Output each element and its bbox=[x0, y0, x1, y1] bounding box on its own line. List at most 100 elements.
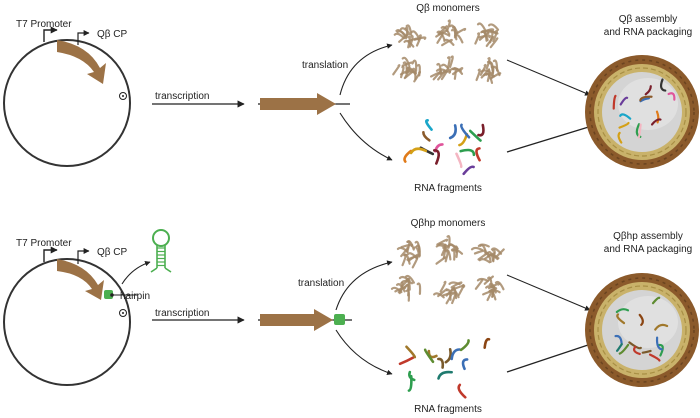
mrna-top bbox=[258, 93, 350, 115]
rna-strand bbox=[461, 358, 469, 371]
packaged-rna bbox=[650, 118, 662, 126]
rna-strand bbox=[403, 149, 413, 163]
packaged-rna bbox=[628, 341, 642, 350]
plasmid-bottom: T7 Promoter Qβ CP hairpin bbox=[3, 229, 172, 386]
mrna-hairpin-square bbox=[334, 314, 345, 325]
translation-arrow bbox=[339, 43, 393, 96]
panel-top: T7 Promoter Qβ CP transcription translat… bbox=[3, 3, 699, 194]
packaged-rna bbox=[658, 343, 664, 357]
promoter-arrow bbox=[43, 26, 58, 42]
rna-strand bbox=[444, 348, 452, 364]
monomers-label: Qβhp monomers bbox=[411, 218, 486, 229]
rna-strand bbox=[423, 348, 435, 364]
rna-strand bbox=[422, 131, 431, 142]
packaged-rna bbox=[655, 110, 660, 124]
packaged-rna bbox=[641, 349, 652, 354]
assembly-arrow-monomers bbox=[506, 59, 591, 96]
packaged-rna bbox=[612, 94, 617, 110]
transcription-label: transcription bbox=[155, 308, 209, 319]
mrna-gene-arrow bbox=[260, 309, 333, 331]
monomer-icon bbox=[470, 243, 505, 264]
monomer-icon bbox=[433, 280, 466, 305]
rna-strand bbox=[425, 119, 433, 131]
rna-strand bbox=[477, 123, 485, 137]
packaged-rna bbox=[618, 343, 630, 355]
translation-label: translation bbox=[298, 278, 344, 289]
rna-release-arrow bbox=[335, 329, 393, 376]
packaged-rna bbox=[655, 336, 664, 351]
hairpin-icon bbox=[150, 229, 172, 273]
assembly-label-line2: and RNA packaging bbox=[604, 27, 692, 38]
packaged-rna bbox=[615, 342, 623, 352]
packaged-rna bbox=[633, 345, 641, 356]
monomer-icon bbox=[390, 274, 422, 302]
monomer-icon bbox=[475, 57, 502, 84]
rna-strand bbox=[459, 339, 470, 352]
fragments-label: RNA fragments bbox=[414, 404, 482, 415]
rna-strand bbox=[437, 357, 445, 369]
terminator-dot bbox=[122, 95, 124, 97]
rna-strand bbox=[475, 147, 481, 162]
rna-strand bbox=[462, 165, 475, 176]
packaged-rna bbox=[651, 296, 661, 305]
monomer-icon bbox=[429, 55, 464, 81]
packaged-rna bbox=[659, 78, 667, 92]
rna-strand bbox=[458, 132, 469, 147]
monomer-icon bbox=[392, 56, 422, 83]
packaged-rna bbox=[654, 323, 669, 331]
packaged-rna bbox=[616, 313, 626, 325]
rna-strand bbox=[450, 348, 462, 361]
vlp-particle bbox=[585, 55, 699, 169]
packaged-rna bbox=[619, 96, 629, 106]
hairpin-label: hairpin bbox=[120, 291, 150, 302]
mrna-bottom bbox=[258, 309, 352, 331]
cp-label: Qβ CP bbox=[97, 29, 128, 40]
gene-cp-arrow bbox=[57, 40, 106, 84]
rna-strand bbox=[457, 383, 467, 399]
packaged-rna bbox=[639, 95, 653, 102]
packaged-rna bbox=[614, 334, 623, 345]
packaged-rna bbox=[615, 308, 630, 314]
assembly-label-line1: Qβ assembly bbox=[619, 14, 678, 25]
monomers-cluster bbox=[390, 235, 505, 305]
promoter-label: T7 Promoter bbox=[16, 238, 72, 249]
monomer-icon bbox=[393, 24, 427, 49]
rna-strand bbox=[459, 123, 471, 139]
hairpin-arrow bbox=[121, 260, 151, 285]
packaged-rna bbox=[617, 131, 623, 144]
vlp-particle bbox=[585, 273, 699, 387]
rna-strand bbox=[409, 147, 428, 155]
plasmid-circle bbox=[3, 258, 131, 386]
translation-arrow bbox=[335, 260, 393, 311]
rna-fragments bbox=[403, 119, 485, 176]
monomers-cluster bbox=[392, 19, 502, 84]
hairpin-pointer-dot bbox=[110, 293, 114, 297]
rna-strand bbox=[398, 356, 415, 366]
rna-strand bbox=[437, 370, 453, 380]
monomer-icon bbox=[474, 275, 505, 302]
terminator-dot bbox=[122, 312, 124, 314]
rna-fragments bbox=[398, 337, 491, 399]
packaged-rna bbox=[618, 121, 630, 129]
assembly-label-line1: Qβhp assembly bbox=[613, 231, 683, 242]
panel-bottom: T7 Promoter Qβ CP hairpin transcription … bbox=[3, 218, 699, 415]
packaged-rna bbox=[644, 85, 652, 96]
plasmid-circle bbox=[3, 39, 131, 167]
hairpin-square bbox=[104, 290, 113, 299]
rna-strand bbox=[459, 148, 476, 157]
rna-release-arrow bbox=[339, 112, 393, 161]
rna-strand bbox=[432, 149, 440, 165]
rna-strand bbox=[483, 337, 491, 349]
assembly-label-line2: and RNA packaging bbox=[604, 244, 692, 255]
packaged-rna bbox=[619, 113, 632, 120]
packaged-rna bbox=[637, 123, 642, 139]
gene-cp-arrow bbox=[57, 259, 104, 300]
mrna-gene-arrow bbox=[260, 93, 336, 115]
monomer-icon bbox=[474, 22, 500, 49]
rna-strand bbox=[408, 370, 416, 382]
promoter-label: T7 Promoter bbox=[16, 19, 72, 30]
packaged-rna bbox=[648, 353, 661, 362]
rna-strand bbox=[407, 374, 413, 392]
rna-strand bbox=[448, 124, 457, 140]
monomers-label: Qβ monomers bbox=[416, 3, 480, 14]
